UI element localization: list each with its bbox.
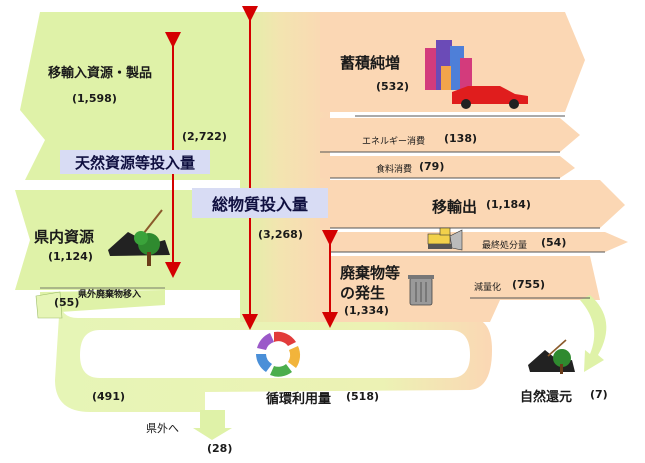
recycling-label: 循環利用量 bbox=[266, 392, 332, 407]
recycling-left-value: (491) bbox=[92, 390, 126, 403]
soil-tree-illustration bbox=[108, 209, 170, 266]
accumulation-value: (532) bbox=[376, 80, 410, 93]
exports-flow bbox=[320, 180, 625, 228]
recycling-loop-hole bbox=[80, 330, 470, 378]
out-of-prefecture-label: 県外へ bbox=[146, 422, 179, 435]
exports-label: 移輸出 bbox=[432, 198, 478, 216]
energy-label: エネルギー消費 bbox=[362, 137, 426, 147]
energy-value: (138) bbox=[444, 132, 478, 145]
accumulation-label: 蓄積純増 bbox=[340, 54, 401, 72]
natural-return-value: (7) bbox=[590, 388, 608, 401]
food-value: (79) bbox=[419, 160, 445, 173]
imports-flow bbox=[20, 12, 240, 180]
bulldozer-illustration bbox=[427, 227, 463, 251]
total-input-value: (3,268) bbox=[258, 228, 303, 241]
imports-label: 移輸入資源・製品 bbox=[48, 66, 153, 81]
final-disposal-value: (54) bbox=[541, 236, 567, 249]
exports-value: (1,184) bbox=[486, 198, 531, 211]
natural-return-label: 自然還元 bbox=[520, 390, 573, 405]
in-prefecture-label: 県内資源 bbox=[34, 228, 95, 246]
recycle-ring-illustration bbox=[256, 331, 301, 377]
reduction-flow bbox=[320, 256, 600, 322]
natural-input-label: 天然資源等投入量 bbox=[60, 150, 210, 174]
waste-import-arrowhead bbox=[35, 291, 63, 319]
waste-generation-label-line1: 廃棄物等 bbox=[340, 264, 401, 282]
natural-return-flow bbox=[580, 295, 607, 372]
food-flow bbox=[320, 156, 575, 178]
final-disposal-label: 最終処分量 bbox=[482, 241, 528, 251]
natural-return-illustration bbox=[528, 339, 575, 374]
final-disposal-flow bbox=[330, 232, 628, 252]
waste-generation-label-line2: の発生 bbox=[340, 284, 386, 302]
natural-input-value: (2,722) bbox=[182, 130, 227, 143]
in-prefecture-value: (1,124) bbox=[48, 250, 93, 263]
total-input-block bbox=[240, 12, 330, 322]
waste-import-label: 県外廃棄物移入 bbox=[78, 290, 142, 300]
energy-flow bbox=[320, 118, 580, 152]
recycling-value: (518) bbox=[346, 390, 380, 403]
reduction-label: 減量化 bbox=[474, 283, 502, 293]
waste-generation-value: (1,334) bbox=[344, 304, 389, 317]
total-input-label: 総物質投入量 bbox=[192, 188, 328, 218]
buildings-car-illustration bbox=[425, 40, 528, 109]
out-of-prefecture-value: (28) bbox=[207, 442, 233, 455]
reduction-value: (755) bbox=[512, 278, 546, 291]
imports-value: (1,598) bbox=[72, 92, 117, 105]
waste-import-flow bbox=[40, 290, 165, 312]
food-label: 食料消費 bbox=[376, 165, 413, 175]
out-of-prefecture-flow bbox=[193, 410, 232, 440]
waste-import-value: (55) bbox=[54, 296, 80, 309]
trash-can-illustration bbox=[408, 275, 434, 306]
